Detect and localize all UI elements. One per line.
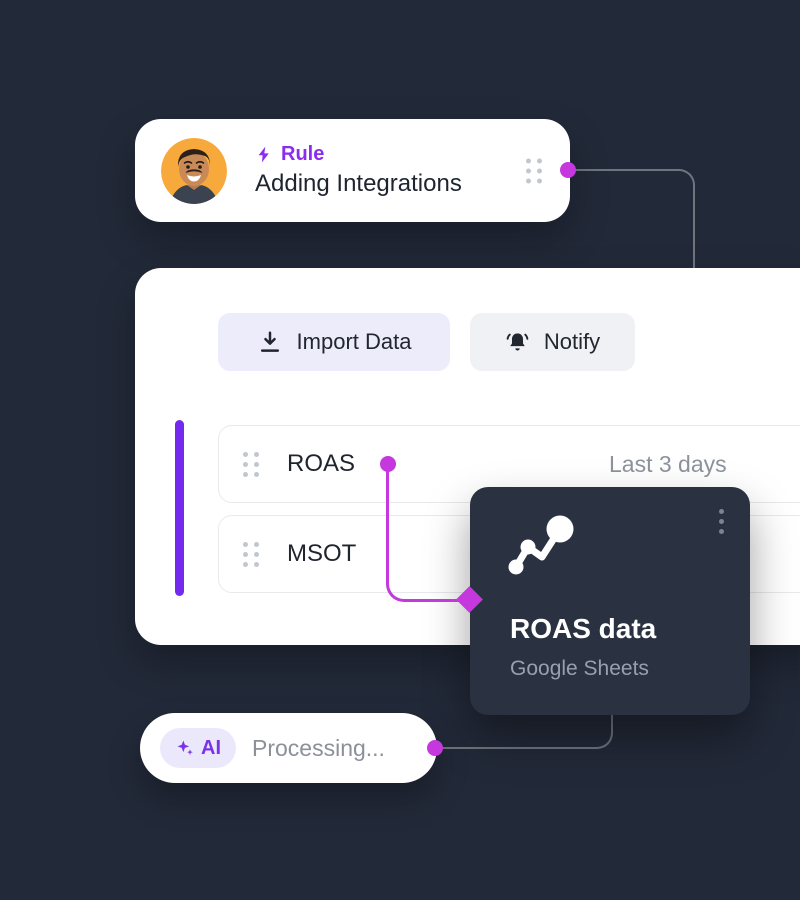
connector-roas-to-data-card	[386, 463, 466, 602]
rule-badge: Rule	[255, 143, 462, 166]
metric-label: ROAS	[287, 450, 356, 477]
drag-handle-icon[interactable]	[243, 451, 259, 477]
connector-dot-ai[interactable]	[427, 740, 443, 756]
drag-handle-icon[interactable]	[526, 158, 542, 183]
rule-badge-label: Rule	[281, 143, 325, 165]
connector-dot-rule[interactable]	[560, 162, 576, 178]
download-icon	[257, 329, 283, 355]
connector-ai-to-data-card	[435, 712, 613, 749]
bolt-icon	[255, 144, 274, 165]
drag-handle-icon[interactable]	[243, 541, 259, 567]
accent-bar	[175, 420, 184, 596]
connector-rule-to-main	[567, 169, 695, 269]
import-data-label: Import Data	[296, 329, 412, 354]
data-card-title: ROAS data	[510, 613, 657, 644]
rule-card-text: Rule Adding Integrations	[255, 143, 462, 198]
data-card-subtitle: Google Sheets	[510, 657, 649, 680]
data-source-card[interactable]: ROAS data Google Sheets	[470, 487, 750, 715]
notify-label: Notify	[543, 329, 601, 354]
kebab-menu-icon[interactable]	[719, 509, 724, 534]
ai-badge-label: AI	[201, 736, 221, 759]
notify-button[interactable]: Notify	[470, 313, 635, 371]
sparkle-icon	[175, 738, 195, 758]
ai-badge: AI	[160, 728, 236, 768]
import-data-button[interactable]: Import Data	[218, 313, 450, 371]
avatar	[161, 137, 227, 204]
rule-title: Adding Integrations	[255, 170, 462, 197]
metric-range: Last 3 days	[609, 450, 727, 477]
bell-icon	[505, 330, 530, 355]
connector-dot-roas[interactable]	[380, 456, 396, 472]
rule-card[interactable]: Rule Adding Integrations	[135, 119, 570, 222]
metric-label: MSOT	[287, 540, 357, 567]
ai-status-pill[interactable]: AI Processing...	[140, 713, 437, 783]
ai-status-text: Processing...	[252, 734, 385, 761]
data-nodes-icon	[498, 503, 582, 592]
